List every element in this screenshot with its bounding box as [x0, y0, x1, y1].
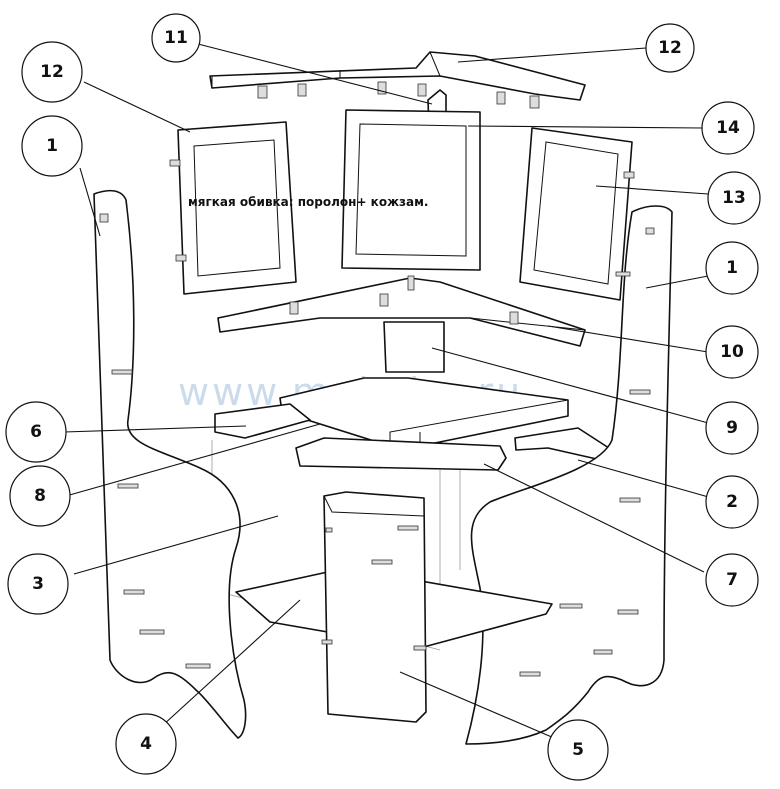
- leader-lines: [63, 43, 713, 739]
- part-12-top-board: [209, 51, 586, 109]
- svg-text:6: 6: [30, 422, 42, 442]
- callout-4: 4: [115, 713, 177, 775]
- upholstery-note: мягкая обивка: поролон+ кожзам.: [188, 195, 428, 209]
- svg-text:1: 1: [726, 258, 738, 278]
- callout-13-right: 13: [707, 171, 761, 225]
- svg-text:13: 13: [722, 188, 746, 208]
- svg-text:1: 1: [46, 136, 58, 156]
- callout-3: 3: [7, 553, 69, 615]
- callout-5: 5: [547, 719, 609, 781]
- callout-7: 7: [705, 553, 759, 607]
- svg-text:3: 3: [32, 574, 44, 594]
- part-10-back-rail: [217, 275, 586, 347]
- svg-text:2: 2: [726, 492, 738, 512]
- callout-6: 6: [5, 401, 67, 463]
- callout-11: 11: [151, 13, 201, 63]
- part-9-support-block: [383, 321, 445, 373]
- svg-text:4: 4: [140, 734, 152, 754]
- part-13-left-back-panel: [169, 121, 297, 295]
- callout-12: 12: [645, 23, 695, 73]
- callout-14: 14: [701, 101, 755, 155]
- svg-text:7: 7: [726, 570, 738, 590]
- callout-13-left: 12: [21, 41, 83, 103]
- part-6-seat-rail: [214, 403, 311, 439]
- part-1-left-side-panel: [93, 189, 247, 739]
- callout-2: 2: [705, 475, 759, 529]
- svg-text:5: 5: [572, 740, 584, 760]
- callout-10: 10: [705, 325, 759, 379]
- svg-text:11: 11: [164, 28, 188, 48]
- callout-1-right: 1: [705, 241, 759, 295]
- svg-text:9: 9: [726, 418, 738, 438]
- callout-9: 9: [705, 401, 759, 455]
- callout-1-left: 1: [21, 115, 83, 177]
- part-13-right-back-panel: [519, 127, 635, 301]
- svg-text:10: 10: [720, 342, 744, 362]
- part-14-center-back-panel: [341, 109, 481, 271]
- svg-text:12: 12: [40, 62, 64, 82]
- part-5-front-panel: [321, 491, 427, 723]
- svg-text:12: 12: [658, 38, 682, 58]
- callout-8: 8: [9, 465, 71, 527]
- svg-text:8: 8: [34, 486, 46, 506]
- svg-text:14: 14: [716, 118, 740, 138]
- part-7-seat-base: [295, 437, 507, 471]
